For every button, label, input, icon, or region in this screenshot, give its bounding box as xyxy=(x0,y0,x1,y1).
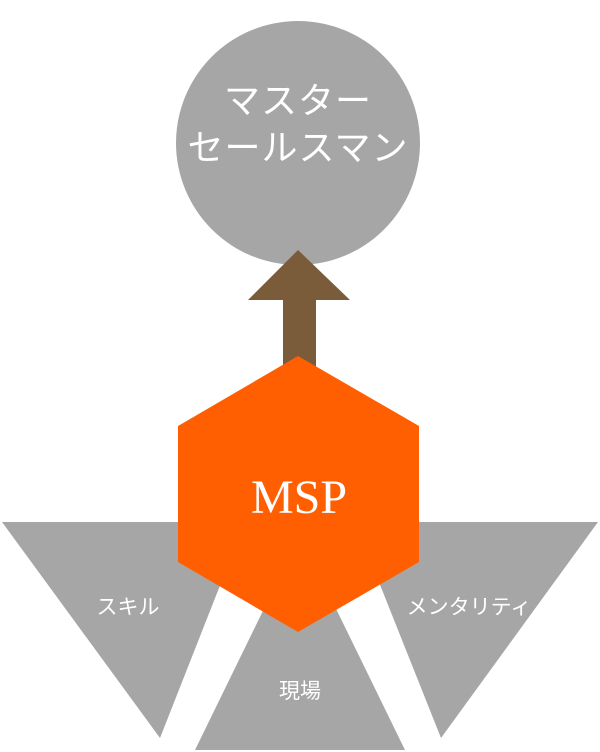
pillar-center-triangle xyxy=(195,535,405,750)
pillar-right-triangle xyxy=(355,522,598,738)
pillar-right-label: メンタリティ xyxy=(407,595,532,619)
goal-line-1: マスター xyxy=(224,81,372,122)
goal-circle xyxy=(176,21,420,265)
pillar-center-label: 現場 xyxy=(279,679,321,703)
goal-line-2: セールスマン xyxy=(188,128,409,169)
pillar-left-label: スキル xyxy=(97,595,160,619)
up-arrow-icon xyxy=(248,250,350,369)
pillar-left-triangle xyxy=(2,522,245,738)
msp-label: MSP xyxy=(251,471,347,524)
msp-hexagon xyxy=(178,356,419,632)
